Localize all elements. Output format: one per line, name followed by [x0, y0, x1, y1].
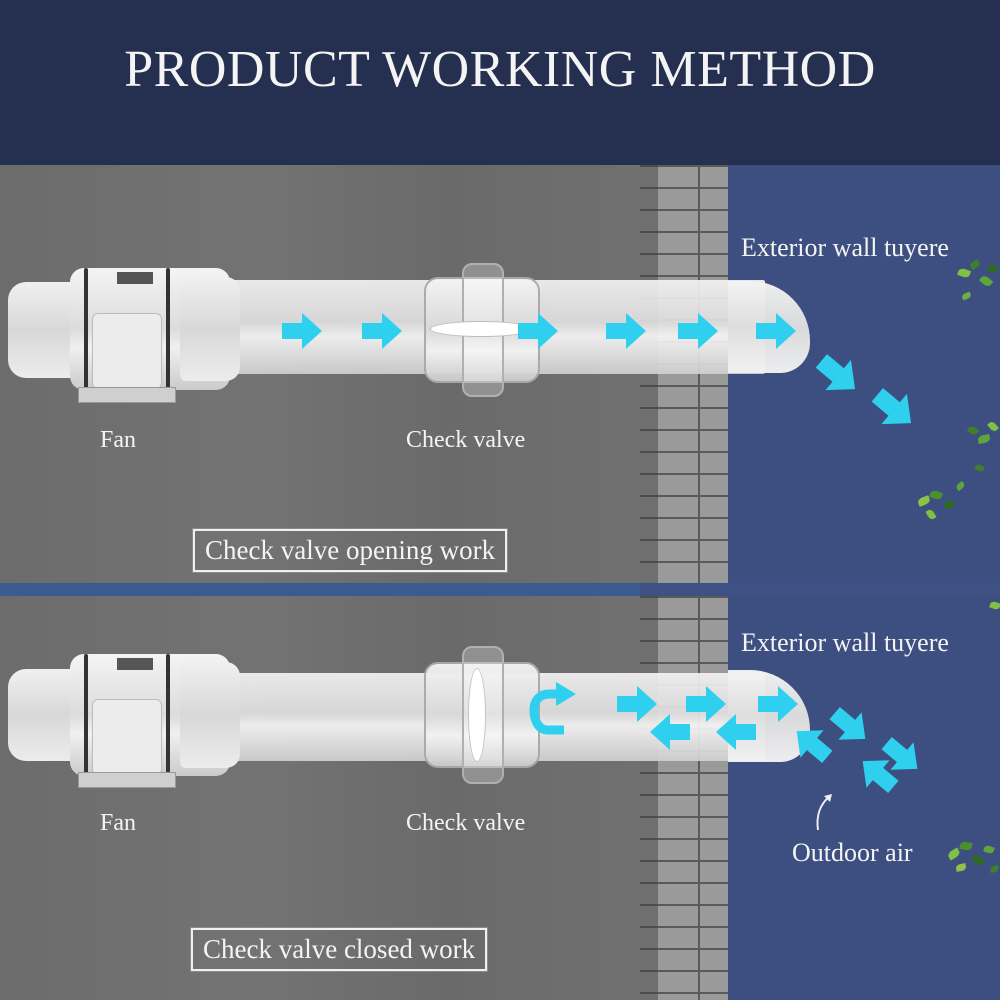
brick-wall [640, 165, 728, 583]
caption-check-valve-closed: Check valve closed work [189, 927, 489, 972]
airflow-arrow-icon [758, 686, 798, 722]
panel-check-valve-closed: Fan Check valve Exterior wall tuyere Out… [0, 596, 1000, 1000]
leaf [944, 501, 954, 508]
panel-divider-outdoor [640, 583, 1000, 596]
inflow-arrow-icon [862, 760, 899, 793]
fan-strap [84, 268, 88, 390]
fan-rating-plate [117, 272, 153, 284]
label-exterior-wall-tuyere: Exterior wall tuyere [741, 628, 949, 657]
outdoor-background [728, 596, 1000, 1000]
fan-junction-box [92, 313, 162, 389]
backflow-arrow-icon [716, 714, 756, 750]
airflow-arrow-icon [617, 686, 657, 722]
brick-wall-edge [640, 165, 658, 583]
airflow-arrow-icon [606, 313, 646, 349]
brick-wall [640, 596, 728, 1000]
fan-outlet [180, 277, 240, 381]
airflow-arrow-icon [686, 686, 726, 722]
label-fan: Fan [100, 427, 136, 453]
exhaust-arrow-icon [829, 707, 866, 740]
fan-outlet [180, 662, 240, 768]
fan-mount-bracket [78, 387, 176, 403]
fan-junction-box [92, 699, 162, 775]
exhaust-arrow-icon [871, 388, 912, 425]
fan-mount-bracket [78, 772, 176, 788]
fan-strap [84, 654, 88, 776]
u-turn-arrow-icon [529, 682, 576, 735]
airflow-arrow-icon [518, 313, 558, 349]
header-banner: PRODUCT WORKING METHOD [0, 0, 1000, 165]
backflow-arrow-icon [650, 714, 690, 750]
airflow-arrow-icon [362, 313, 402, 349]
label-check-valve: Check valve [406, 427, 526, 453]
check-valve-flap-closed [468, 668, 486, 762]
brick-wall-edge [640, 596, 658, 1000]
fan-strap [166, 654, 170, 776]
exhaust-arrow-icon [881, 737, 918, 770]
label-check-valve: Check valve [406, 810, 526, 836]
label-fan: Fan [100, 810, 136, 836]
outdoor-background [728, 165, 1000, 583]
airflow-arrow-icon [756, 313, 796, 349]
exhaust-arrow-icon [815, 354, 856, 391]
caption-check-valve-opening: Check valve opening work [191, 528, 509, 573]
page-title: PRODUCT WORKING METHOD [124, 41, 876, 98]
fan-rating-plate [117, 658, 153, 670]
fan-strap [166, 268, 170, 390]
airflow-arrow-icon [678, 313, 718, 349]
outdoor-air-pointer-icon [816, 794, 832, 831]
panel-check-valve-opening: Fan Check valve Exterior wall tuyere Che… [0, 165, 1000, 583]
inflow-arrow-icon [796, 730, 833, 763]
airflow-arrow-icon [282, 313, 322, 349]
panel-divider [0, 583, 640, 596]
label-outdoor-air: Outdoor air [792, 838, 913, 867]
label-exterior-wall-tuyere: Exterior wall tuyere [741, 233, 949, 262]
